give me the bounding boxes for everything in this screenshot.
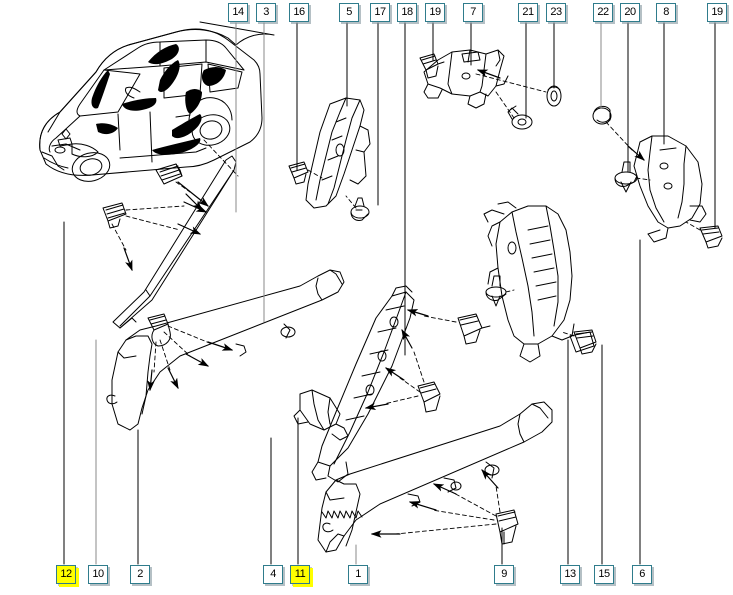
part-grommet-22 <box>592 105 612 125</box>
callout-bottom-4-3[interactable]: 4 <box>263 565 283 584</box>
callout-bottom-15-8[interactable]: 15 <box>594 565 614 584</box>
callout-top-8-12[interactable]: 8 <box>656 3 676 22</box>
part-clip-14 <box>155 163 183 185</box>
callout-top-17-4[interactable]: 17 <box>370 3 390 22</box>
part-wheel-arch-bracket <box>423 49 509 109</box>
part-clip-b-upper <box>457 313 491 345</box>
callout-top-7-7[interactable]: 7 <box>463 3 483 22</box>
callout-bottom-9-6[interactable]: 9 <box>494 565 514 584</box>
callout-top-21-8[interactable]: 21 <box>518 3 538 22</box>
callout-bottom-13-7[interactable]: 13 <box>560 565 580 584</box>
callout-top-14-0[interactable]: 14 <box>228 3 248 22</box>
part-screw-21 <box>507 105 533 130</box>
callout-bottom-12-0[interactable]: 12 <box>56 565 76 584</box>
callout-top-3-1[interactable]: 3 <box>256 3 276 22</box>
part-grommet-19-right <box>699 225 723 249</box>
callout-top-20-11[interactable]: 20 <box>620 3 640 22</box>
part-sill-end-small <box>293 389 349 441</box>
part-c-pillar-trim <box>305 97 371 209</box>
callout-top-19-6[interactable]: 19 <box>425 3 445 22</box>
callout-top-16-2[interactable]: 16 <box>289 3 309 22</box>
vehicle-highlighted-trim <box>91 44 226 155</box>
callout-bottom-2-2[interactable]: 2 <box>130 565 150 584</box>
part-clip-b-lower <box>417 381 441 413</box>
callout-top-22-10[interactable]: 22 <box>593 3 613 22</box>
part-rear-pillar-panel <box>633 135 707 243</box>
part-centre-pillar-panel <box>483 201 575 363</box>
part-b-pillar-trim <box>311 285 415 483</box>
part-clip-16 <box>288 161 309 185</box>
callout-top-5-3[interactable]: 5 <box>339 3 359 22</box>
part-clip-9 <box>495 509 519 545</box>
callout-bottom-6-9[interactable]: 6 <box>632 565 652 584</box>
vehicle-illustration <box>39 21 275 182</box>
part-clip-10 <box>147 313 171 347</box>
callout-bottom-11-4[interactable]: 11 <box>290 565 310 584</box>
part-clip-mid-right <box>569 331 595 353</box>
part-a-pillar-trim <box>112 155 237 329</box>
callout-top-19-13[interactable]: 19 <box>707 3 727 22</box>
part-sill-trim-left <box>106 269 345 431</box>
part-fastener-17 <box>350 197 370 221</box>
callout-top-18-5[interactable]: 18 <box>397 3 417 22</box>
part-clip-15 <box>573 329 597 355</box>
callout-top-23-9[interactable]: 23 <box>546 3 566 22</box>
part-clip-12 <box>102 202 127 229</box>
callout-bottom-1-5[interactable]: 1 <box>348 565 368 584</box>
part-grommet-19-top <box>419 53 445 79</box>
part-washer-23 <box>546 85 562 107</box>
callout-bottom-10-1[interactable]: 10 <box>88 565 108 584</box>
